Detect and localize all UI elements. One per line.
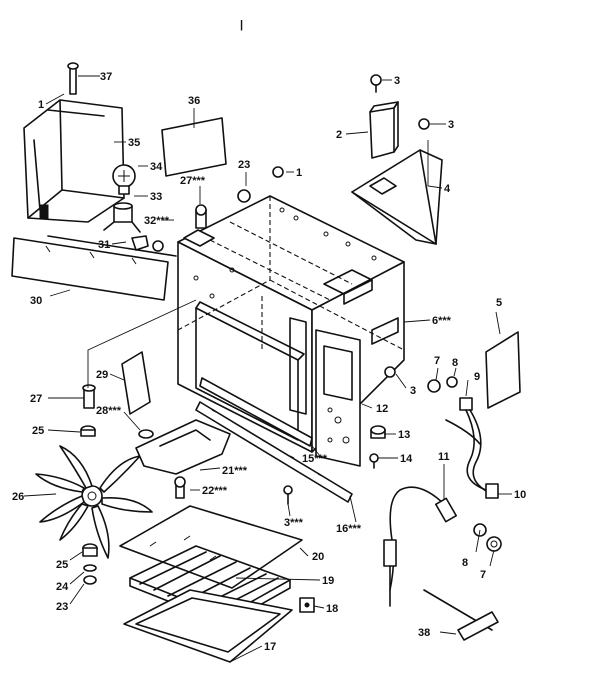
callout-11: 11 [438, 451, 450, 463]
callout-23-b: 23 [56, 601, 68, 613]
callout-6: 6*** [432, 315, 452, 327]
callout-35: 35 [128, 137, 140, 149]
light-socket [103, 202, 141, 233]
fan-bracket-21 [135, 419, 231, 475]
callout-9: 9 [474, 371, 480, 383]
bushing-25-lower [82, 543, 98, 557]
callout-4: 4 [444, 183, 451, 195]
rail-15 [199, 377, 313, 447]
nut-23-top [237, 189, 251, 203]
callout-3-d: 3*** [284, 517, 304, 529]
plate-5 [485, 331, 521, 409]
nut-7-upper [427, 379, 441, 393]
side-panel-12 [289, 317, 361, 467]
light-bulb [112, 164, 136, 195]
cover-29 [121, 351, 151, 415]
callout-3-b: 3 [448, 119, 454, 131]
callout-37: 37 [100, 71, 112, 83]
callout-23-a: 23 [238, 159, 250, 171]
leader-lines [23, 75, 512, 663]
callout-21: 21*** [222, 465, 248, 477]
screw-37 [67, 62, 79, 95]
callout-12: 12 [376, 403, 388, 415]
callout-25-a: 25 [32, 425, 44, 437]
callout-5: 5 [496, 297, 502, 309]
callout-34: 34 [150, 161, 163, 173]
bolt-27-top [195, 204, 207, 229]
callout-8-b: 8 [462, 557, 468, 569]
screw-3-right-lower [384, 366, 396, 378]
bottom-pan-20 [119, 505, 303, 589]
callout-27-b: 27 [30, 393, 42, 405]
screw-1-top [272, 166, 284, 178]
top-register-mark: | [240, 19, 243, 31]
callout-3-a: 3 [394, 75, 400, 87]
screw-3-right [418, 118, 430, 130]
drip-tray-17 [123, 589, 293, 663]
callout-3-c: 3 [410, 385, 416, 397]
callout-labels: 37 1 35 36 34 33 32*** 31 30 23 27*** 1 … [12, 71, 526, 653]
callout-8-a: 8 [452, 357, 458, 369]
wire-harness [445, 397, 499, 499]
callout-27-a: 27*** [180, 175, 206, 187]
washer-24 [83, 564, 97, 572]
fan-blade-26 [35, 445, 153, 559]
screw-14 [369, 453, 379, 469]
callout-22: 22*** [202, 485, 228, 497]
callout-1-a: 1 [38, 99, 44, 111]
callout-28: 28*** [96, 405, 122, 417]
washer-8-upper [446, 376, 458, 388]
rail-16 [195, 401, 353, 503]
callout-17: 17 [264, 641, 276, 653]
nut-32 [152, 240, 164, 252]
callout-20: 20 [312, 551, 324, 563]
callout-16: 16*** [336, 523, 362, 535]
bolt-27 [82, 384, 96, 409]
callout-7-a: 7 [434, 355, 440, 367]
latch-18 [299, 597, 315, 613]
bushing-25-upper [80, 425, 96, 437]
callout-2: 2 [336, 129, 342, 141]
tool-38 [423, 589, 499, 641]
callout-32: 32*** [144, 215, 170, 227]
callout-18: 18 [326, 603, 338, 615]
callout-13: 13 [398, 429, 410, 441]
clip-28 [138, 429, 154, 439]
callout-26: 26 [12, 491, 24, 503]
callout-14: 14 [400, 453, 413, 465]
callout-19: 19 [322, 575, 334, 587]
nut-23 [83, 575, 97, 585]
panel-30 [11, 235, 177, 301]
nut-7-lower [486, 536, 502, 552]
callout-33: 33 [150, 191, 162, 203]
bracket-4 [351, 149, 443, 245]
callout-38: 38 [418, 627, 430, 639]
screw-3-lower [283, 485, 293, 505]
meat-probe-11 [383, 486, 457, 607]
light-bracket-assembly [23, 99, 125, 223]
clip-31 [131, 235, 149, 251]
fuse-13 [370, 425, 386, 439]
callout-7-b: 7 [480, 569, 486, 581]
callout-31: 31 [98, 239, 110, 251]
callout-24: 24 [56, 581, 69, 593]
callout-1-b: 1 [296, 167, 302, 179]
switch-bracket-2 [369, 101, 399, 159]
callout-30: 30 [30, 295, 42, 307]
callout-25-b: 25 [56, 559, 68, 571]
callout-29: 29 [96, 369, 108, 381]
panel-36 [161, 117, 227, 177]
callout-36: 36 [188, 95, 200, 107]
screw-22 [174, 476, 186, 499]
callout-15: 15*** [302, 453, 328, 465]
screw-3-top [370, 74, 382, 93]
callout-10: 10 [514, 489, 526, 501]
